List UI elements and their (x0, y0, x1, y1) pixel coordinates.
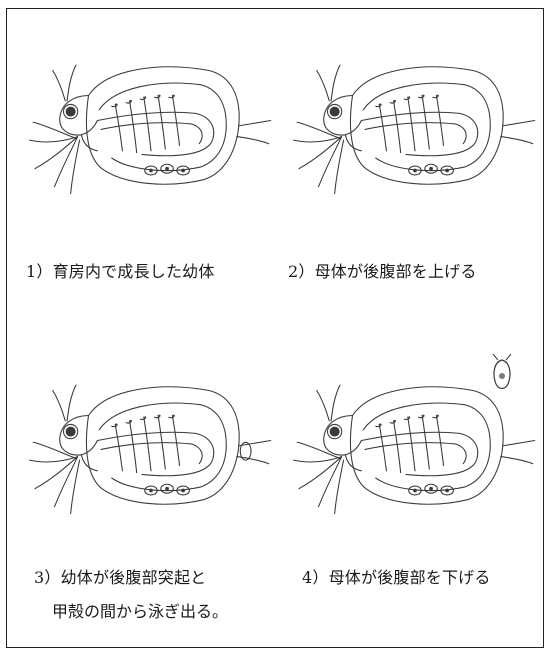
panel-step-4 (290, 358, 540, 558)
daphnia-illustration-1 (26, 38, 276, 228)
daphnia-illustration-3 (26, 358, 276, 548)
caption-step-2: 2）母体が後腹部を上げる (288, 258, 477, 282)
caption-step-3-line-2: 甲殻の間から泳ぎ出る。 (52, 598, 228, 622)
caption-step-1: 1）育房内で成長した幼体 (26, 258, 215, 282)
panel-step-3 (26, 358, 276, 558)
panel-step-1 (26, 38, 276, 238)
daphnia-illustration-2 (290, 38, 540, 228)
caption-step-4: 4）母体が後腹部を下げる (302, 564, 491, 588)
caption-step-3-line-1: 3）幼体が後腹部突起と (34, 564, 206, 588)
panel-step-2 (290, 38, 540, 238)
swimming-juvenile (490, 354, 514, 394)
